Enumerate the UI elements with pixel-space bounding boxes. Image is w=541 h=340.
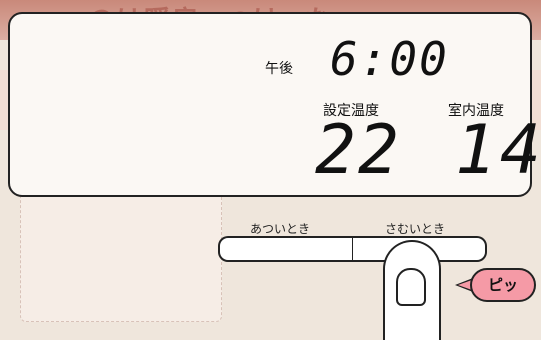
speech-bubble-tail (455, 278, 473, 292)
beep-speech-bubble: ピッ (470, 268, 536, 302)
clock-readout: 6:00 (330, 32, 449, 86)
fingernail-icon (396, 268, 426, 306)
set-temp-readout: 22 (315, 111, 401, 190)
hot-button[interactable] (218, 236, 353, 262)
set-temp-label: 設定温度 (323, 103, 379, 119)
room-temp-label: 室内温度 (448, 103, 504, 119)
hot-button-caption: あついとき (250, 222, 311, 236)
ampm-indicator: 午後 (265, 61, 293, 77)
room-temp-readout: 14 (455, 111, 541, 190)
cold-button-caption: さむいとき (385, 222, 446, 236)
background-card (20, 180, 222, 322)
lcd-display: 午後 6:00 設定温度 室内温度 22 14 (8, 12, 541, 197)
